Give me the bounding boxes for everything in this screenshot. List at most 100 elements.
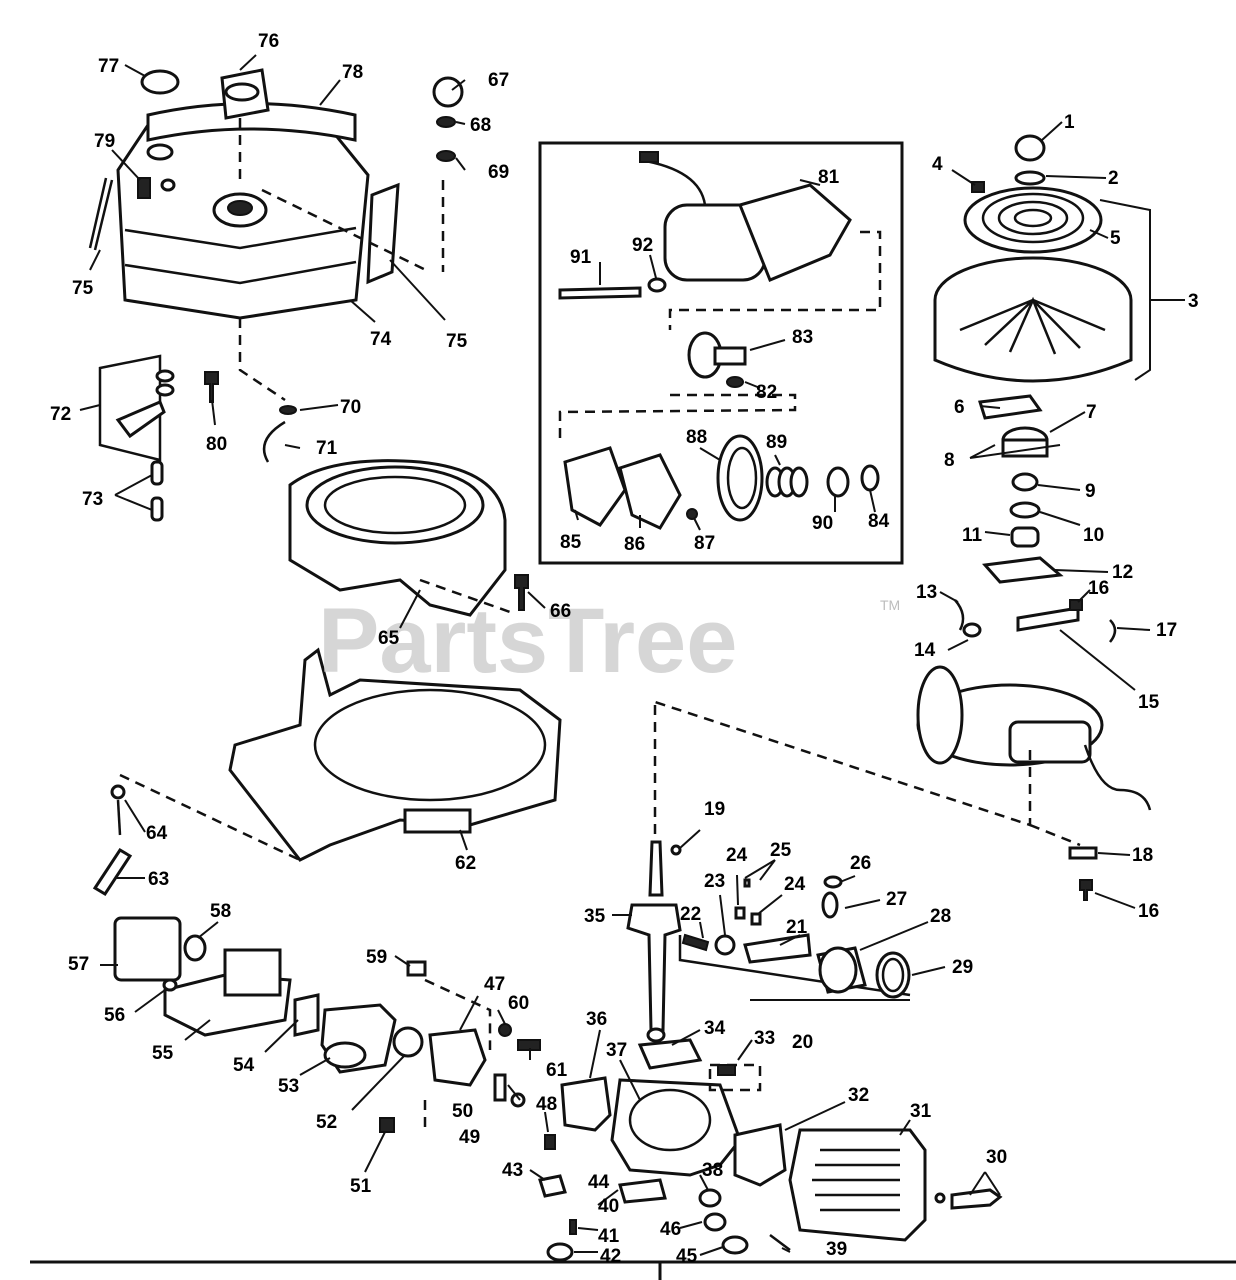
callout-c67: 67 <box>488 70 509 91</box>
callout-c36: 36 <box>586 1009 607 1030</box>
callout-c45: 45 <box>676 1246 698 1267</box>
callout-c6: 6 <box>954 397 965 418</box>
brake-lever <box>1016 606 1080 632</box>
callout-c47: 47 <box>484 974 505 995</box>
callout-c16a: 16 <box>1088 578 1109 599</box>
callout-c83: 83 <box>792 327 813 348</box>
valve-knob <box>432 76 464 108</box>
cylinder <box>788 1128 927 1242</box>
callout-c76: 76 <box>258 31 279 52</box>
callout-c62: 62 <box>455 853 476 874</box>
callout-c30: 30 <box>986 1147 1007 1168</box>
crankcase-cylinder <box>538 1038 1003 1262</box>
callout-c14: 14 <box>914 640 936 661</box>
ignition-group <box>654 599 1152 901</box>
crankcase <box>610 1078 742 1177</box>
callout-c1: 1 <box>1064 112 1075 133</box>
tank-gasket-right <box>366 182 400 285</box>
control-rod <box>92 847 133 897</box>
callout-c56: 56 <box>104 1005 125 1026</box>
callout-c2: 2 <box>1108 168 1119 189</box>
callout-c23: 23 <box>704 871 725 892</box>
callout-c31: 31 <box>910 1101 932 1122</box>
callout-c13: 13 <box>916 582 937 603</box>
callout-c43: 43 <box>502 1160 523 1181</box>
callout-c38: 38 <box>702 1160 723 1181</box>
callout-c37: 37 <box>606 1040 627 1061</box>
callout-c49: 49 <box>459 1127 480 1148</box>
callout-c26: 26 <box>850 853 871 874</box>
callout-c12: 12 <box>1112 562 1133 583</box>
crankshaft <box>626 903 682 1032</box>
callout-c65: 65 <box>378 628 400 649</box>
callout-c7: 7 <box>1086 402 1097 423</box>
leader-lines <box>79 54 1185 1256</box>
flywheel-group <box>933 134 1151 584</box>
callout-c69: 69 <box>488 162 509 183</box>
watermark-trademark: TM <box>880 597 900 613</box>
spark-plug <box>950 1188 1003 1210</box>
callout-c25: 25 <box>770 840 792 861</box>
callout-c85: 85 <box>560 532 582 553</box>
callout-c54: 54 <box>233 1055 255 1076</box>
callout-c60: 60 <box>508 993 529 1014</box>
callout-c15: 15 <box>1138 692 1160 713</box>
callout-c29: 29 <box>952 957 973 978</box>
crankcase-gasket <box>560 1076 612 1132</box>
fuel-shutoff-valve <box>115 400 166 439</box>
motor-cover <box>563 446 627 527</box>
starter-motor-kit <box>538 141 904 565</box>
callout-c42: 42 <box>600 1246 621 1267</box>
air-filter <box>113 916 182 982</box>
callout-c24b: 24 <box>784 874 806 895</box>
shroud-hardware <box>92 574 529 897</box>
intake-manifold <box>428 1028 487 1087</box>
callout-c28: 28 <box>930 906 951 927</box>
callout-c87: 87 <box>694 533 715 554</box>
callout-c59: 59 <box>366 947 387 968</box>
callout-c10: 10 <box>1083 525 1104 546</box>
callout-c75a: 75 <box>72 278 94 299</box>
callout-c48: 48 <box>536 1094 557 1115</box>
callout-c82: 82 <box>756 382 777 403</box>
callout-c73: 73 <box>82 489 103 510</box>
callout-c63: 63 <box>148 869 169 890</box>
callout-c89: 89 <box>766 432 787 453</box>
callout-c68: 68 <box>470 115 491 136</box>
callout-c81: 81 <box>818 167 840 188</box>
fuel-valve-parts <box>98 76 464 522</box>
callout-c52: 52 <box>316 1112 337 1133</box>
bracket <box>618 453 682 530</box>
callout-c32: 32 <box>848 1085 869 1106</box>
callout-c5: 5 <box>1110 228 1121 249</box>
callout-c16b: 16 <box>1138 901 1159 922</box>
crankshaft-piston-group <box>626 705 911 1043</box>
callout-c44: 44 <box>588 1172 610 1193</box>
callout-c24a: 24 <box>726 845 748 866</box>
callout-c40: 40 <box>598 1196 619 1217</box>
screw <box>204 371 219 403</box>
callout-c79: 79 <box>94 131 115 152</box>
callout-c4: 4 <box>932 154 943 175</box>
callout-c66: 66 <box>550 601 571 622</box>
callout-c51: 51 <box>350 1176 372 1197</box>
callout-c20: 20 <box>792 1032 813 1053</box>
callout-c55: 55 <box>152 1043 174 1064</box>
thru-bolt <box>558 286 642 300</box>
callout-c19: 19 <box>704 799 725 820</box>
callout-c58: 58 <box>210 901 231 922</box>
callout-c64: 64 <box>146 823 168 844</box>
callout-c71: 71 <box>316 438 338 459</box>
callout-c86: 86 <box>624 534 645 555</box>
flywheel-nut <box>1014 134 1046 162</box>
watermark-text: PartsTree <box>318 590 737 692</box>
coil-bracket <box>916 665 964 765</box>
callout-c90: 90 <box>812 513 833 534</box>
callout-c74: 74 <box>370 329 392 350</box>
callout-c80: 80 <box>206 434 227 455</box>
reed-gasket <box>293 993 320 1037</box>
carburetor-group <box>113 916 556 1150</box>
callout-c50: 50 <box>452 1101 473 1122</box>
